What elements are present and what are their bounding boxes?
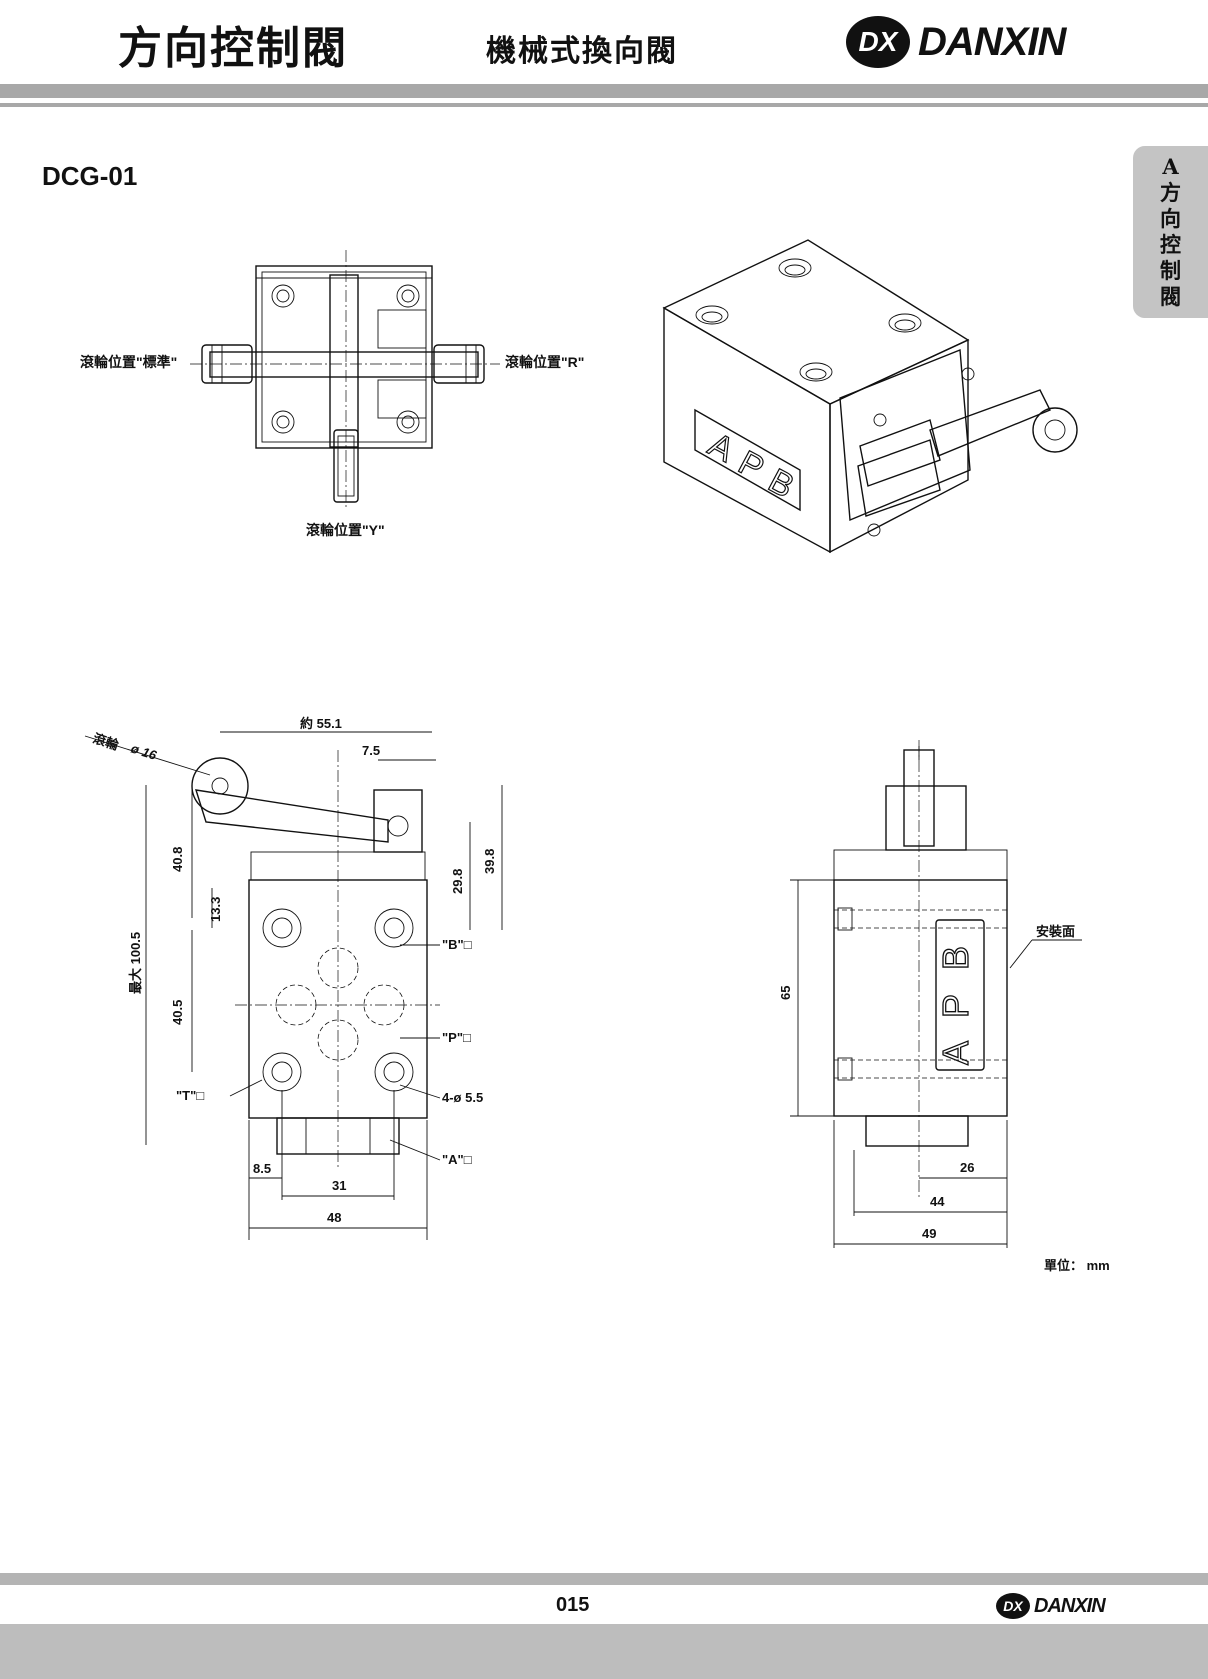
footer-logo-mark: DX [996,1593,1030,1619]
tab-char: 閥 [1160,284,1181,309]
dim-13-3: 13.3 [208,897,223,922]
unit-label: 單位： mm [1044,1258,1110,1273]
footer-logo-text: DANXIN [1034,1594,1106,1617]
holes-label: 4-ø 5.5 [442,1090,483,1105]
logo-mark: DX [846,16,910,68]
dim-49: 49 [922,1226,936,1241]
tab-char: 控 [1160,232,1181,257]
roller-standard-label: 滾輪位置"標準" [80,354,178,370]
logo-text: DANXIN [918,19,1066,64]
page-subtitle: 機械式換向閥 [486,34,678,69]
side-plate-b: B [935,946,976,970]
dim-8-5: 8.5 [253,1161,271,1176]
port-b-label: "B"□ [442,937,472,952]
dim-width-approx: 約 55.1 [300,716,342,731]
tab-char: 制 [1160,258,1181,283]
tab-char: 方 [1160,180,1181,205]
dim-31: 31 [332,1178,346,1193]
page-title: 方向控制閥 [118,23,348,74]
side-plate-p: P [935,994,976,1018]
footer-brand-logo: DX DANXIN [996,1593,1106,1619]
dim-40-8: 40.8 [170,847,185,872]
dim-65: 65 [778,986,793,1000]
dim-26: 26 [960,1160,974,1175]
tab-char: A [1162,154,1179,179]
dim-7-5: 7.5 [362,743,380,758]
footer-bar [0,1573,1208,1585]
footer-band [0,1624,1208,1679]
model-number: DCG-01 [42,161,138,191]
dim-48: 48 [327,1210,341,1225]
mount-face-label: 安裝面 [1036,924,1075,939]
dim-29-8: 29.8 [450,869,465,894]
tab-char: 向 [1160,206,1181,231]
side-section-tab: A 方 向 控 制 閥 [1133,146,1208,318]
dim-max-100-5: 最大 100.5 [128,932,143,994]
port-t-label: "T"□ [176,1088,204,1103]
dim-40-5: 40.5 [170,1000,185,1025]
brand-logo: DX DANXIN [846,16,1066,68]
page-number: 015 [556,1594,590,1616]
port-p-label: "P"□ [442,1030,471,1045]
dim-39-8: 39.8 [482,849,497,874]
header-bar [0,84,1208,98]
port-a-label: "A"□ [442,1152,472,1167]
side-plate-a: A [935,1041,976,1065]
header-rule [0,103,1208,107]
dim-44: 44 [930,1194,945,1209]
roller-r-label: 滾輪位置"R" [505,354,585,370]
roller-y-label: 滾輪位置"Y" [306,522,385,538]
